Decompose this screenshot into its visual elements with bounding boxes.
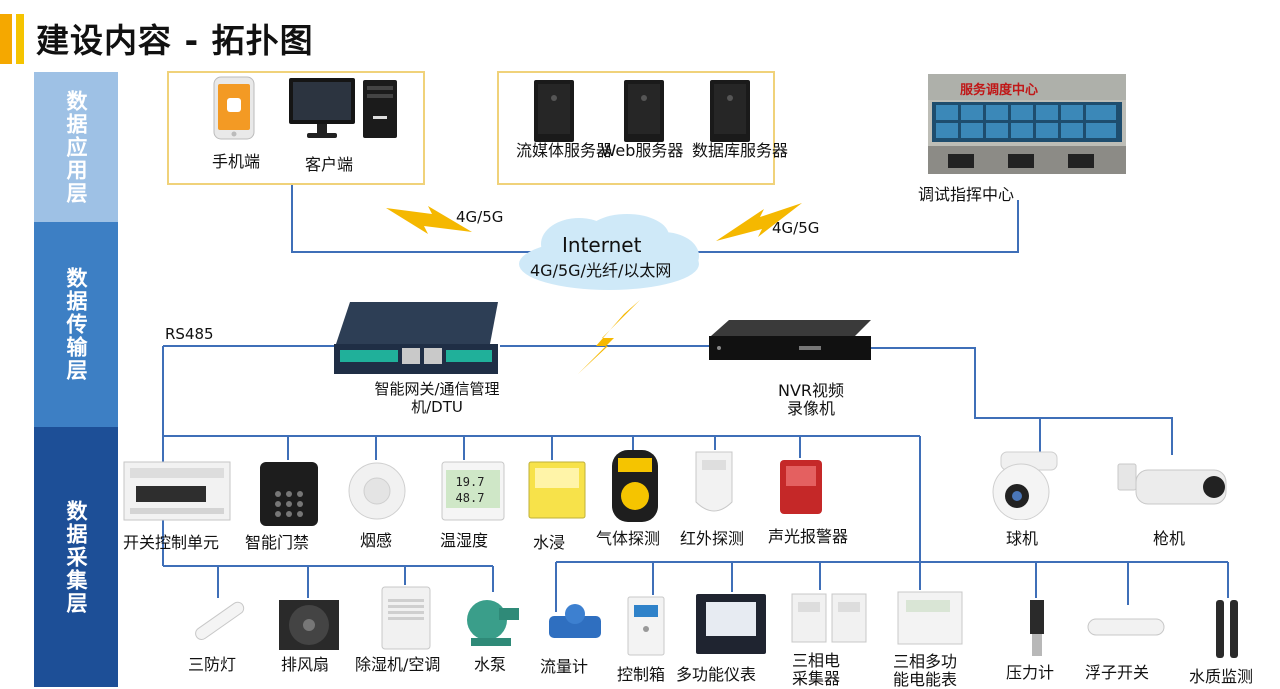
phone-icon [213, 76, 255, 140]
layer-transmission: 数据传输层 [34, 222, 118, 427]
title-accent-bar [0, 14, 26, 64]
gateway-device-icon [334, 302, 498, 374]
three-phase-collector-label: 三相电采集器 [791, 651, 840, 688]
dome-camera-icon [992, 451, 1058, 520]
infrared-detector-label: 红外探测 [680, 529, 745, 548]
internet-subtitle: 4G/5G/光纤/以太网 [530, 261, 672, 280]
three-phase-energy-meter-label: 三相多功能电能表 [892, 652, 957, 689]
desktop-computer-icon [289, 78, 397, 138]
smoke-detector-icon [348, 462, 406, 520]
three-phase-collector-icon [791, 593, 867, 643]
svg-text:48.7: 48.7 [456, 491, 485, 505]
temp-humidity-sensor-icon: 19.7 48.7 [441, 461, 505, 521]
dehumidifier-icon [381, 586, 431, 650]
gateway-label: 智能网关/通信管理机/DTU [374, 380, 500, 416]
streaming-server-icon [534, 80, 574, 142]
phone-label: 手机端 [212, 152, 261, 171]
gas-detector-icon [612, 450, 658, 522]
control-box-icon [627, 596, 665, 656]
switch-control-unit-label: 开关控制单元 [123, 533, 220, 552]
pressure-gauge-label: 压力计 [1006, 663, 1055, 682]
database-server-label: 数据库服务器 [692, 141, 789, 160]
server-box [497, 71, 775, 185]
streaming-server-label: 流媒体服务器 [516, 141, 613, 160]
float-switch-icon [1087, 618, 1165, 636]
layer-collection: 数据采集层 [34, 427, 118, 687]
water-pump-label: 水泵 [474, 655, 507, 674]
water-quality-sensor-icon [1216, 600, 1238, 658]
lightning-icon [386, 206, 472, 234]
bullet-camera-icon [1117, 463, 1227, 505]
three-phase-energy-meter-icon [897, 591, 963, 645]
water-leak-sensor-icon [528, 461, 586, 519]
svg-text:19.7: 19.7 [456, 475, 485, 489]
layer-application: 数据应用层 [34, 72, 118, 222]
water-pump-icon [467, 600, 519, 646]
web-server-icon [624, 80, 664, 142]
smoke-detector-label: 烟感 [360, 531, 393, 550]
command-center-label: 调试指挥中心 [918, 185, 1015, 204]
dehumidifier-ac-label: 除湿机/空调 [355, 655, 441, 674]
exhaust-fan-icon [279, 600, 339, 650]
multifunction-meter-icon [696, 594, 766, 654]
lightning-icon [716, 203, 802, 241]
lightning-icon [578, 300, 640, 374]
temp-humidity-label: 温湿度 [440, 531, 489, 550]
internet-cloud-icon [519, 214, 699, 290]
multifunction-meter-label: 多功能仪表 [676, 665, 757, 684]
database-server-icon [710, 80, 750, 142]
exhaust-fan-label: 排风扇 [281, 655, 330, 674]
dome-camera-label: 球机 [1006, 529, 1039, 548]
web-server-label: Web服务器 [600, 141, 684, 160]
link-label-left: 4G/5G [456, 208, 504, 226]
switch-control-unit-icon [123, 461, 231, 521]
nvr-label: NVR视频录像机 [777, 381, 845, 418]
explosion-proof-light-icon [195, 601, 245, 640]
float-switch-label: 浮子开关 [1085, 663, 1150, 682]
bullet-camera-label: 枪机 [1153, 529, 1186, 548]
access-control-label: 智能门禁 [245, 533, 310, 552]
nvr-recorder-icon [709, 320, 871, 360]
command-center-photo [928, 74, 1126, 174]
internet-title: Internet [562, 233, 642, 257]
sound-light-alarm-label: 声光报警器 [768, 527, 849, 546]
sound-light-alarm-icon [780, 460, 822, 514]
flow-meter-icon [549, 604, 601, 638]
explosion-proof-light-label: 三防灯 [188, 655, 237, 674]
page-title: 建设内容 - 拓扑图 [36, 21, 314, 60]
pressure-gauge-icon [1030, 600, 1044, 656]
rs485-label: RS485 [165, 325, 214, 343]
link-label-right: 4G/5G [772, 219, 820, 237]
gas-detector-label: 气体探测 [596, 529, 661, 548]
infrared-detector-icon [695, 451, 733, 512]
command-center-screen-title: 服务调度中心 [960, 83, 1039, 98]
access-control-icon [260, 462, 318, 526]
client-label: 客户端 [305, 155, 354, 174]
water-quality-label: 水质监测 [1189, 667, 1254, 686]
water-leak-label: 水浸 [533, 533, 566, 552]
control-box-label: 控制箱 [617, 665, 666, 684]
client-box [167, 71, 425, 185]
flow-meter-label: 流量计 [540, 657, 589, 676]
